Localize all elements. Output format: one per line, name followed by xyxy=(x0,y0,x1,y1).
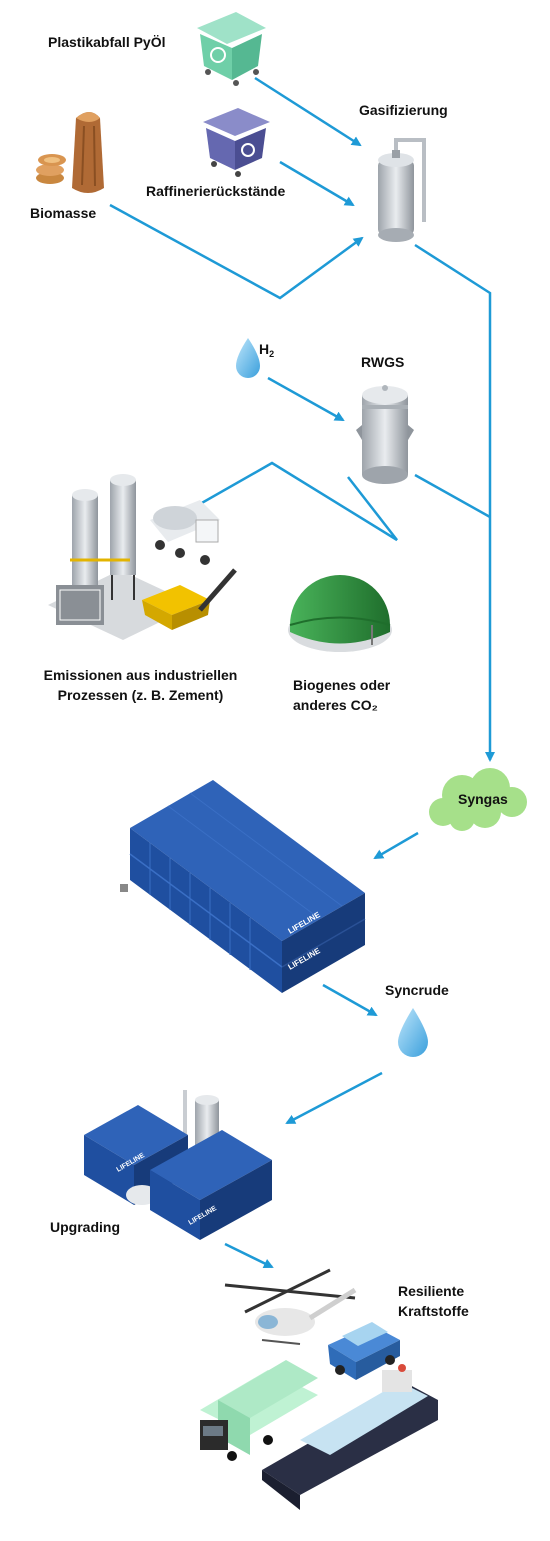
gasification-label: Gasifizierung xyxy=(359,102,448,118)
arrow-biomass-to-gasification xyxy=(109,203,364,300)
hydrogen-subscript: 2 xyxy=(269,349,275,359)
biomass-wood-icon xyxy=(36,112,104,193)
syngas-cloud-icon xyxy=(429,768,527,831)
flow-arrows xyxy=(109,76,495,1269)
refinery-residue-label: Raffinerierückstände xyxy=(146,183,286,199)
truck-icon xyxy=(200,1360,318,1461)
ship-icon xyxy=(262,1364,438,1510)
resilient-fuels-vehicles-icon xyxy=(200,1268,438,1510)
line-co2-sources-to-rwgs xyxy=(192,461,398,542)
rwgs-reactor-icon xyxy=(356,385,414,484)
plastic-waste-label: Plastikabfall PyÖl xyxy=(48,34,166,50)
hydrogen-symbol: H xyxy=(259,341,270,357)
cement-plant-icon xyxy=(48,474,237,640)
arrow-syngas-to-fischer-tropsch xyxy=(373,831,419,860)
arrow-ft-to-syncrude xyxy=(322,983,378,1017)
arrow-refinery-to-gasification xyxy=(279,160,355,207)
syngas-label: Syngas xyxy=(458,791,508,807)
hydrogen-label: H2 xyxy=(259,339,274,364)
arrow-h2-to-rwgs xyxy=(267,376,345,422)
line-rwgs-to-main xyxy=(414,473,491,519)
arrow-plastic-to-gasification xyxy=(254,76,362,147)
resilient-fuels-line-2: Kraftstoffe xyxy=(398,1303,469,1319)
line-gasification-to-syngas xyxy=(414,243,495,762)
biogas-dome-icon xyxy=(288,575,392,652)
refinery-residue-bin-icon xyxy=(203,108,270,177)
fischer-tropsch-container-module: LIFELINE LIFELINE xyxy=(120,780,366,993)
jeep-icon xyxy=(328,1322,400,1380)
syncrude-label: Syncrude xyxy=(385,982,449,998)
resilient-fuels-label: Resiliente Kraftstoffe xyxy=(398,1281,469,1321)
hydrogen-droplet-icon xyxy=(236,338,260,378)
rwgs-label: RWGS xyxy=(361,354,405,370)
biogenic-co2-label: Biogenes oder anderes CO₂ xyxy=(293,675,390,715)
biogenic-co2-line-2: anderes CO₂ xyxy=(293,697,378,713)
arrow-syncrude-to-upgrading xyxy=(285,1071,383,1125)
industry-emissions-label: Emissionen aus industriellen Prozessen (… xyxy=(28,665,253,705)
arrow-upgrading-to-fuels xyxy=(224,1242,274,1269)
industry-emissions-line-1: Emissionen aus industriellen xyxy=(43,667,238,683)
industry-emissions-line-2: Prozessen (z. B. Zement) xyxy=(57,687,224,703)
upgrading-label: Upgrading xyxy=(50,1219,120,1235)
biomass-label: Biomasse xyxy=(30,205,97,221)
syncrude-droplet-icon xyxy=(398,1008,428,1057)
gasifier-tank-icon xyxy=(378,138,426,242)
plastic-waste-bin-icon xyxy=(197,12,266,86)
upgrading-unit-icon: LIFELINE LIFELINE xyxy=(84,1090,272,1240)
resilient-fuels-line-1: Resiliente xyxy=(398,1283,465,1299)
helicopter-icon xyxy=(224,1268,357,1345)
biogenic-co2-line-1: Biogenes oder xyxy=(293,677,391,693)
